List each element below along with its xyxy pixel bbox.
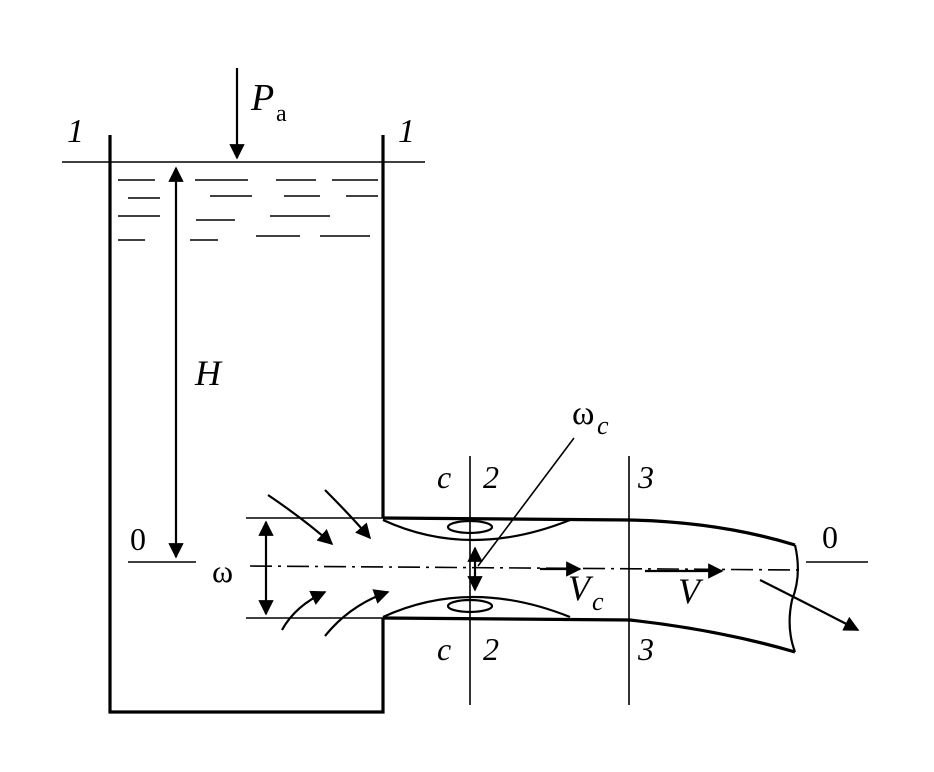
label-area: ω (212, 553, 233, 589)
label-section-3-bottom: 3 (637, 631, 654, 667)
vena-contracta-top (382, 518, 571, 542)
tank-wall (108, 135, 385, 714)
contracted-area-leader (477, 437, 575, 567)
pipe-outlet-edge (788, 544, 799, 653)
pipe-bottom-wall (382, 616, 796, 654)
label-section-3-top: 3 (637, 459, 654, 495)
outlet-jet (759, 579, 860, 631)
label-vena-velocity: V (568, 568, 594, 608)
label-datum-right: 0 (822, 519, 838, 555)
vena-contracta-bottom (382, 595, 571, 619)
label-section-c-top: c (437, 459, 451, 495)
label-contracted-area-sub: c (597, 411, 609, 440)
inflow-streamlines (267, 489, 390, 637)
label-datum-left: 0 (130, 521, 146, 557)
label-contracted-area: ω (572, 395, 594, 432)
water-surface-hatching (118, 179, 378, 241)
label-pressure-sub: a (276, 101, 287, 127)
label-head: H (194, 353, 223, 393)
label-section-2-top: 2 (483, 459, 499, 495)
label-section1-left: 1 (67, 113, 84, 150)
label-velocity: V (678, 571, 704, 611)
label-vena-velocity-sub: c (592, 587, 604, 616)
label-section-c-bottom: c (437, 631, 451, 667)
pipe-top-wall (382, 516, 796, 547)
pipe-centerline (249, 565, 801, 571)
label-pressure: P (250, 77, 274, 119)
label-section1-right: 1 (398, 113, 415, 150)
label-section-2-bottom: 2 (483, 631, 499, 667)
